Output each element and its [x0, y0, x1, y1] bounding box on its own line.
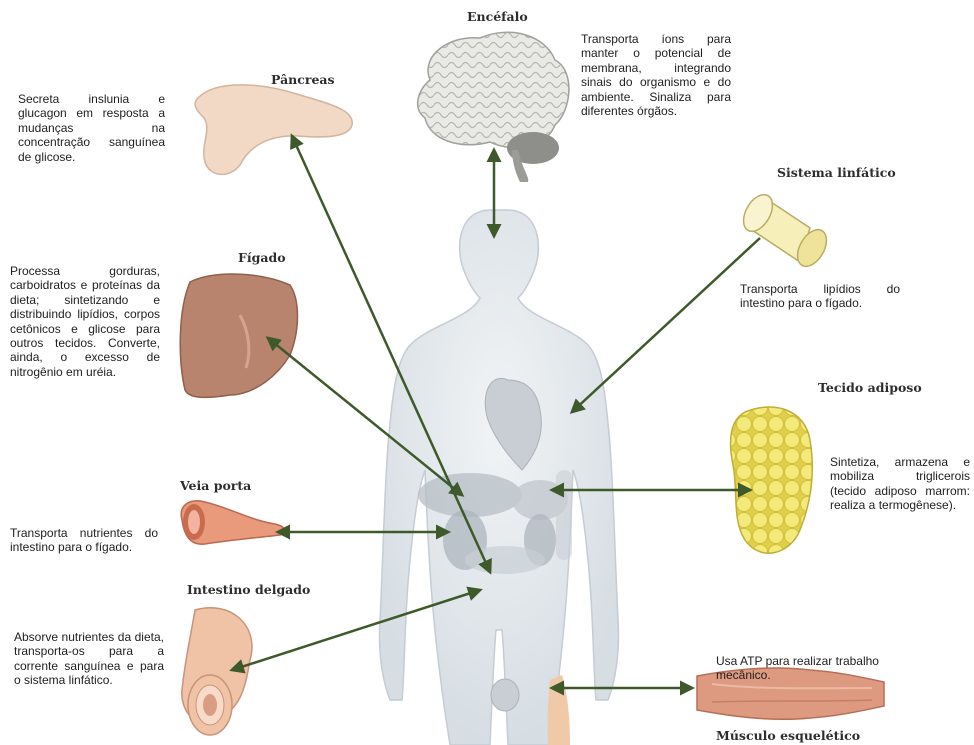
veia-porta-description: Transporta nutrientes do intestino para …	[10, 526, 158, 555]
pancreas-title: Pâncreas	[271, 72, 335, 87]
portal-vein-icon	[181, 501, 284, 544]
encefalo-title: Encéfalo	[467, 9, 528, 24]
small-intestine-icon	[182, 608, 252, 735]
figado-description: Processa gorduras, carboidratos e proteí…	[10, 264, 160, 379]
intestino-description: Absorve nutrientes da dieta, transporta-…	[14, 630, 164, 688]
figado-title: Fígado	[238, 250, 286, 265]
human-body-icon	[379, 210, 618, 745]
intestino-title: Intestino delgado	[187, 582, 310, 597]
lymph-vessel-icon	[738, 190, 833, 272]
pancreas-description: Secreta inslunia e glucagon em resposta …	[18, 92, 165, 164]
musculo-title: Músculo esquelético	[716, 728, 860, 743]
pancreas-icon	[195, 85, 352, 175]
adiposo-description: Sintetiza, armazena e mobiliza triglicer…	[830, 455, 970, 513]
encefalo-description: Transporta íons para manter o potencial …	[581, 32, 731, 118]
adipose-tissue-icon	[731, 407, 813, 553]
adiposo-title: Tecido adiposo	[818, 380, 922, 395]
linfatico-title: Sistema linfático	[777, 165, 896, 180]
liver-icon	[180, 274, 297, 397]
arrow-lymph-body	[572, 238, 760, 412]
veia-porta-title: Veia porta	[180, 478, 251, 493]
musculo-description: Usa ATP para realizar trabalho mecânico.	[716, 654, 881, 683]
linfatico-description: Transporta lipídios do intestino para o …	[740, 282, 900, 311]
